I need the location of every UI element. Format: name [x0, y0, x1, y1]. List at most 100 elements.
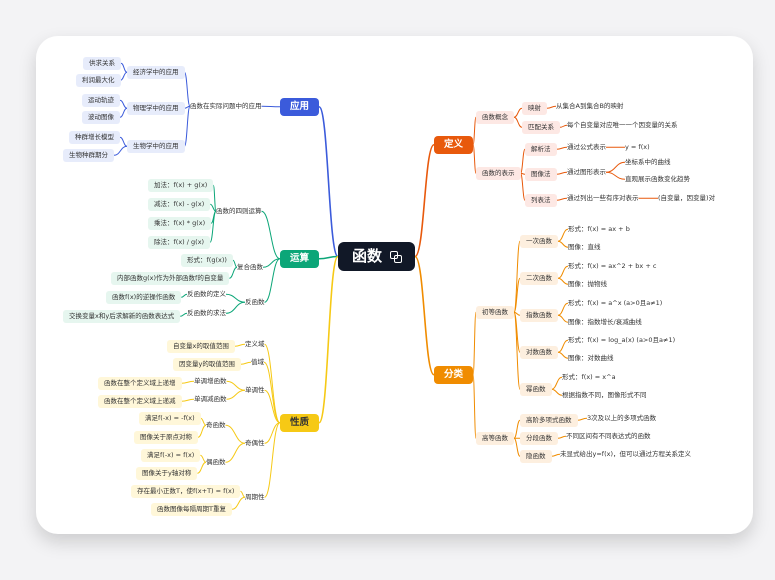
connector-node-gaojie-leaf-gaojie [577, 417, 588, 421]
leaf-shengwu-zhouqi[interactable]: 生物种群期分 [63, 149, 114, 162]
leaf-duishu-xingshi[interactable]: 形式：f(x) = log_a(x) (a>0且a≠1) [568, 336, 676, 344]
leaf-zhongqun[interactable]: 种群增长模型 [69, 131, 120, 144]
leaf-gongqiu[interactable]: 供求关系 [83, 57, 121, 70]
node-dingyiyu[interactable]: 定义域 [245, 340, 265, 348]
branch-xingzhi[interactable]: 性质 [280, 414, 320, 432]
node-yingshe[interactable]: 映射 [522, 102, 547, 115]
leaf-youxudui[interactable]: (自变量，因变量)对 [658, 194, 716, 202]
leaf-erci-tuxiang[interactable]: 图像：抛物线 [568, 280, 607, 288]
leaf-gaojie[interactable]: 3次及以上的多项式函数 [587, 414, 657, 422]
leaf-mi-tuxiang[interactable]: 根据指数不同，图像形式不同 [562, 391, 647, 399]
node-fan-qiufa[interactable]: 反函数的求法 [187, 309, 226, 317]
leaf-fenduan[interactable]: 不同区间有不同表达式的函数 [566, 432, 651, 440]
node-dandiao-jian[interactable]: 单调减函数 [194, 395, 227, 403]
leaf-pipei[interactable]: 每个自变量对应唯一一个因变量的关系 [567, 121, 678, 129]
node-dandiao-zeng[interactable]: 单调增函数 [194, 377, 227, 385]
leaf-duishu-tuxiang[interactable]: 图像：对数曲线 [568, 354, 614, 362]
mid-liebiaofa[interactable]: 通过列出一些有序对表示 [567, 194, 639, 202]
connector-node-fan-qiufa-leaf-fan-qiufa [180, 312, 188, 317]
node-fuhe[interactable]: 复合函数 [237, 263, 263, 271]
leaf-zuobiao-quxian[interactable]: 坐标系中的曲线 [625, 158, 671, 166]
branch-yunsuan[interactable]: 运算 [280, 250, 320, 268]
node-zhiyu[interactable]: 值域 [251, 358, 264, 366]
node-zhouqi[interactable]: 周期性 [245, 493, 265, 501]
leaf-dandiao-zeng[interactable]: 函数在整个定义域上递增 [98, 377, 182, 390]
node-liebiaofa[interactable]: 列表法 [525, 194, 557, 207]
connector-branch-fenlei-node-chudeng [472, 311, 477, 376]
leaf-yundong[interactable]: 运动轨迹 [82, 94, 120, 107]
leaf-zhiguan[interactable]: 直观展示函数变化趋势 [625, 175, 690, 183]
leaf-ji-tuxiang[interactable]: 图像关于原点对称 [134, 431, 198, 444]
mid-jiexifa[interactable]: 通过公式表示 [567, 143, 606, 151]
node-shengwu[interactable]: 生物学中的应用 [127, 140, 185, 153]
link-icon [390, 251, 403, 263]
node-shiji-yingyong[interactable]: 函数在实际问题中的应用 [190, 102, 262, 110]
leaf-zhishu-tuxiang[interactable]: 图像：指数增长/衰减曲线 [568, 318, 642, 326]
leaf-zhiyu[interactable]: 因变量y的取值范围 [173, 358, 241, 371]
connector-branch-xingzhi-node-zhouqi [264, 422, 281, 498]
leaf-ou-tiaojian[interactable]: 满足f(-x) = f(x) [141, 449, 201, 462]
leaf-bodong[interactable]: 波动图像 [82, 111, 120, 124]
connector-node-gaodeng-node-yinhanshu [513, 437, 521, 457]
node-mihanshu[interactable]: 幂函数 [520, 383, 552, 396]
node-fenduan[interactable]: 分段函数 [520, 432, 558, 445]
node-fanhanshu[interactable]: 反函数 [245, 298, 265, 306]
connector-node-sizeyunsuan-leaf-jiafa [212, 184, 217, 212]
leaf-jiafa[interactable]: 加法：f(x) + g(x) [148, 179, 214, 192]
node-jiexifa[interactable]: 解析法 [525, 143, 557, 156]
leaf-yingshe[interactable]: 从集合A到集合B的映射 [556, 102, 624, 110]
leaf-chengfa[interactable]: 乘法：f(x) * g(x) [148, 217, 212, 230]
leaf-yici-xingshi[interactable]: 形式：f(x) = ax + b [568, 225, 630, 233]
leaf-lirun[interactable]: 利润最大化 [76, 74, 121, 87]
branch-yingyong[interactable]: 应用 [280, 98, 320, 116]
connector-node-shiji-yingyong-node-wuli [184, 105, 191, 109]
node-sizeyunsuan[interactable]: 函数的四则运算 [216, 207, 262, 215]
mid-tuxiangfa[interactable]: 通过图形表示 [567, 168, 606, 176]
leaf-dingyiyu[interactable]: 自变量x的取值范围 [167, 340, 235, 353]
branch-dingyi[interactable]: 定义 [434, 136, 474, 154]
leaf-mi-xingshi[interactable]: 形式：f(x) = x^a [562, 373, 616, 381]
node-gaojie[interactable]: 高阶多项式函数 [520, 414, 578, 427]
node-dandiao[interactable]: 单调性 [245, 386, 265, 394]
node-jihanshu[interactable]: 奇函数 [206, 421, 226, 429]
leaf-yinhanshu[interactable]: 未显式给出y=f(x)，但可以通过方程关系定义 [560, 450, 691, 458]
leaf-fuhe-shuoming[interactable]: 内部函数g(x)作为外部函数f的自变量 [111, 272, 230, 285]
node-duishu[interactable]: 对数函数 [520, 346, 558, 359]
root-node[interactable]: 函数 [338, 242, 416, 271]
connector-node-fenduan-leaf-fenduan [557, 435, 567, 439]
node-jingji[interactable]: 经济学中的应用 [127, 66, 185, 79]
connector-branch-dingyi-node-biaoshi [472, 144, 477, 174]
leaf-zhouqi-dingyi[interactable]: 存在最小正数T，使f(x+T) = f(x) [131, 485, 241, 498]
node-biaoshi[interactable]: 函数的表示 [476, 167, 521, 180]
node-zhishu[interactable]: 指数函数 [520, 309, 558, 322]
leaf-dandiao-jian[interactable]: 函数在整个定义域上递减 [98, 395, 182, 408]
node-gainian[interactable]: 函数概念 [476, 111, 514, 124]
node-wuli[interactable]: 物理学中的应用 [127, 102, 185, 115]
leaf-zhishu-xingshi[interactable]: 形式：f(x) = a^x (a>0且a≠1) [568, 299, 663, 307]
leaf-yici-tuxiang[interactable]: 图像：直线 [568, 243, 601, 251]
leaf-fan-qiufa[interactable]: 交换变量x和y后求解新的函数表达式 [63, 310, 181, 323]
leaf-ou-tuxiang[interactable]: 图像关于y轴对称 [136, 467, 198, 480]
branch-fenlei[interactable]: 分类 [434, 366, 474, 384]
node-tuxiangfa[interactable]: 图像法 [525, 168, 557, 181]
node-chudeng[interactable]: 初等函数 [476, 306, 514, 319]
connector-branch-yunsuan-node-sizeyunsuan [261, 210, 281, 260]
connector-node-qiou-node-jihanshu [225, 424, 246, 444]
node-ouhanshu[interactable]: 偶函数 [206, 458, 226, 466]
leaf-chufa[interactable]: 除法：f(x) / g(x) [148, 236, 211, 249]
node-yici[interactable]: 一次函数 [520, 235, 558, 248]
node-fan-dingyi[interactable]: 反函数的定义 [187, 290, 226, 298]
connector-root-node-branch-yunsuan [319, 255, 339, 260]
leaf-erci-xingshi[interactable]: 形式：f(x) = ax^2 + bx + c [568, 262, 657, 270]
node-yinhanshu[interactable]: 隐函数 [520, 450, 552, 463]
leaf-jiexifa[interactable]: y = f(x) [625, 143, 650, 151]
leaf-fuhe-xingshi[interactable]: 形式：f(g(x)) [181, 254, 233, 267]
leaf-zhouqi-tuxiang[interactable]: 函数图像每隔周期T重复 [151, 503, 232, 516]
leaf-jianfa[interactable]: 减法：f(x) - g(x) [148, 198, 211, 211]
node-pipei[interactable]: 匹配关系 [522, 121, 560, 134]
node-qiou[interactable]: 奇偶性 [245, 439, 265, 447]
node-erci[interactable]: 二次函数 [520, 272, 558, 285]
leaf-ji-tiaojian[interactable]: 满足f(-x) = -f(x) [139, 412, 201, 425]
node-gaodeng[interactable]: 高等函数 [476, 432, 514, 445]
leaf-fan-dingyi[interactable]: 函数f(x)的逆操作函数 [106, 291, 182, 304]
